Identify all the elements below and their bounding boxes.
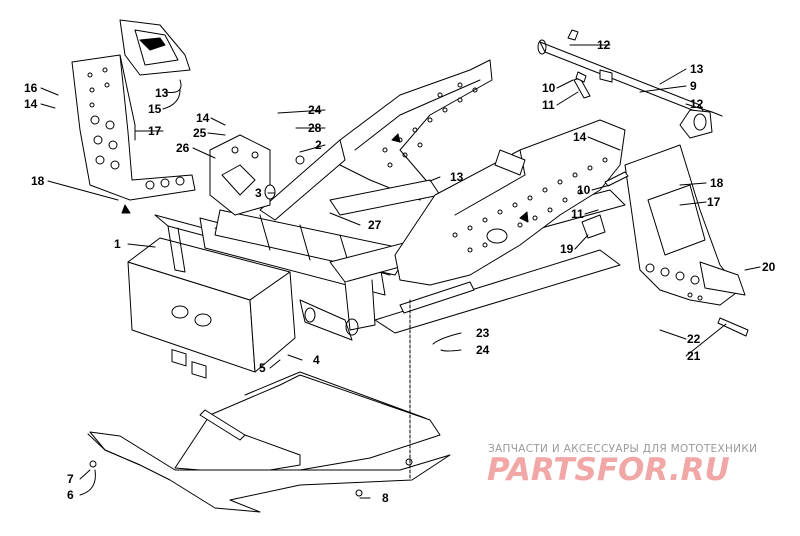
belly-pan bbox=[87, 371, 451, 513]
callout-17: 17 bbox=[707, 195, 721, 209]
watermark-brand-b: FOR bbox=[596, 452, 669, 488]
watermark-brand-c: .RU bbox=[668, 452, 730, 488]
callout-26: 26 bbox=[176, 141, 190, 155]
steering-shaft bbox=[537, 29, 723, 139]
callout-13: 13 bbox=[690, 62, 704, 76]
callout-21: 21 bbox=[687, 349, 701, 363]
callout-12: 12 bbox=[597, 38, 611, 52]
callout-11: 11 bbox=[571, 207, 584, 221]
callout-14: 14 bbox=[196, 111, 210, 125]
callout-7: 7 bbox=[67, 472, 74, 486]
callout-25: 25 bbox=[193, 126, 207, 140]
callout-17: 17 bbox=[148, 124, 162, 138]
callout-8: 8 bbox=[382, 491, 389, 505]
watermark-brand-a: PARTS bbox=[487, 452, 597, 488]
callout-18: 18 bbox=[31, 174, 45, 188]
callout-16: 16 bbox=[24, 81, 38, 95]
callout-13: 13 bbox=[155, 86, 169, 100]
callout-labels: 1234567891010111112121313131414141516171… bbox=[24, 38, 776, 505]
right-side-panel bbox=[581, 144, 749, 337]
callout-3: 3 bbox=[255, 186, 262, 200]
watermark-caption: ЗАПЧАСТИ И АКСЕССУАРЫ ДЛЯ МОТОТЕХНИКИ bbox=[488, 443, 758, 455]
callout-24: 24 bbox=[308, 103, 322, 117]
callout-18: 18 bbox=[710, 176, 724, 190]
callout-5: 5 bbox=[259, 361, 266, 375]
callout-14: 14 bbox=[573, 130, 587, 144]
callout-22: 22 bbox=[687, 332, 701, 346]
callout-9: 9 bbox=[690, 79, 697, 93]
callout-4: 4 bbox=[313, 353, 320, 367]
callout-15: 15 bbox=[148, 102, 162, 116]
callout-23: 23 bbox=[476, 326, 490, 340]
callout-24: 24 bbox=[476, 343, 490, 357]
callout-11: 11 bbox=[542, 98, 555, 112]
tunnel-side-plate-right bbox=[394, 119, 626, 286]
left-side-panel-bracket bbox=[71, 19, 196, 214]
callout-20: 20 bbox=[762, 260, 776, 274]
callout-19: 19 bbox=[560, 242, 574, 256]
callout-10: 10 bbox=[577, 183, 591, 197]
callout-28: 28 bbox=[308, 121, 322, 135]
callout-6: 6 bbox=[67, 488, 74, 502]
leader-lines bbox=[40, 44, 761, 499]
callout-1: 1 bbox=[114, 237, 121, 251]
steering-post-bracket bbox=[209, 134, 305, 216]
watermark-logo: PARTSFOR.RU bbox=[487, 452, 792, 488]
callout-12: 12 bbox=[690, 97, 704, 111]
callout-13: 13 bbox=[450, 170, 464, 184]
callout-10: 10 bbox=[542, 81, 556, 95]
callout-14: 14 bbox=[24, 97, 38, 111]
callout-27: 27 bbox=[368, 218, 382, 232]
callout-2: 2 bbox=[315, 138, 322, 152]
tunnel-side-plate-upper bbox=[259, 59, 493, 221]
